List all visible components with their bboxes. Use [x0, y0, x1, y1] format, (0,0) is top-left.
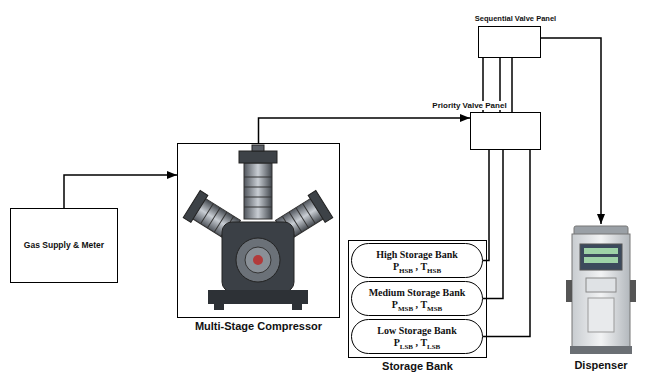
storage-bank-pill: Medium Storage BankPMSB , TMSB [351, 281, 483, 316]
pipe-connector [483, 150, 503, 299]
storage-bank-box: Storage BankHigh Storage BankPHSB , THSB… [348, 240, 487, 358]
dispenser-illustration [566, 226, 636, 354]
node-heading: Sequential Valve Panel [473, 15, 558, 24]
pipe-connector [541, 38, 601, 224]
storage-bank-pill: Low Storage BankPLSB , TLSB [351, 319, 483, 354]
pipe-connector [259, 118, 471, 143]
node-text: PMSB , TMSB [392, 299, 442, 311]
node-text: Low Storage Bank [377, 325, 456, 337]
node-heading: Priority Valve Panel [430, 101, 508, 110]
node-text: PLSB , TLSB [394, 337, 441, 349]
pipe-connector [511, 58, 513, 112]
dispenser-unit: Dispenser [566, 224, 636, 356]
node-heading: Storage Bank [380, 360, 455, 373]
pipe-connector [483, 150, 530, 337]
compressor-cylinder [239, 145, 277, 219]
node-text: Medium Storage Bank [369, 287, 466, 299]
supply-box: Gas Supply & Meter [10, 208, 118, 283]
pipe-connector [483, 150, 489, 261]
node-text: Gas Supply & Meter [24, 240, 104, 250]
compressor-illustration [183, 145, 333, 310]
valve-panel-box: Priority Valve Panel [470, 112, 541, 150]
node-heading: Multi-Stage Compressor [193, 320, 324, 333]
valve-panel-box: Sequential Valve Panel [478, 26, 541, 58]
node-text: PHSB , THSB [393, 261, 441, 273]
node-text: High Storage Bank [376, 249, 458, 261]
node-heading: Dispenser [572, 359, 629, 372]
pipe-connector [64, 175, 177, 208]
compressor-box: Multi-Stage Compressor [177, 143, 340, 318]
storage-bank-pill: High Storage BankPHSB , THSB [351, 243, 483, 278]
